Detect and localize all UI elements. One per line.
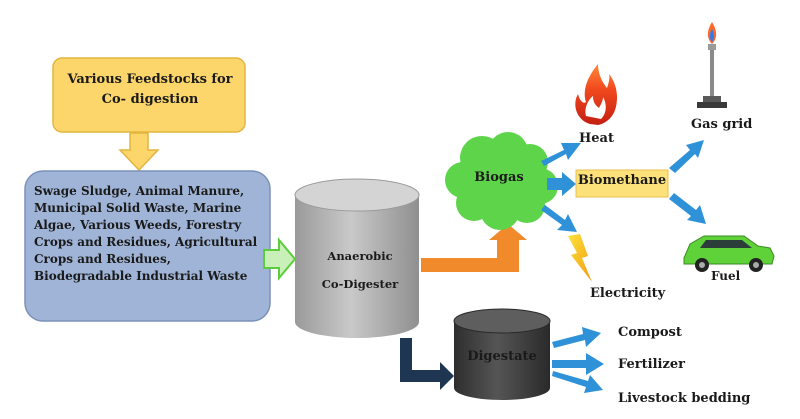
electricity-label: Electricity <box>590 286 666 301</box>
lightning-icon <box>568 234 592 282</box>
fertilizer-label: Fertilizer <box>618 357 685 372</box>
gas-grid-label: Gas grid <box>691 117 753 132</box>
feedstock-title: Various Feedstocks for Co- digestion <box>67 72 233 107</box>
biogas-cloud-icon <box>445 132 558 230</box>
biogas-label: Biogas <box>474 170 524 185</box>
feedstock-list-box <box>24 170 271 322</box>
flame-icon <box>575 64 617 125</box>
livestock-bedding-label: Livestock bedding <box>618 391 751 406</box>
electricity-arrow-icon <box>541 205 577 232</box>
livestock-arrow-icon <box>552 371 603 393</box>
car-icon <box>683 235 775 272</box>
digester-cylinder-icon <box>294 178 420 338</box>
digestate-label: Digestate <box>467 349 537 364</box>
biomethane-arrow-icon <box>547 172 576 196</box>
feedstock-title-box <box>52 57 246 133</box>
compost-label: Compost <box>618 325 682 340</box>
heat-arrow-icon <box>541 143 581 166</box>
down-arrow-icon <box>118 132 160 172</box>
biomethane-label: Biomethane <box>577 173 667 188</box>
biogas-output-arrows <box>541 143 581 232</box>
gas-grid-arrow-icon <box>669 140 704 173</box>
heat-label: Heat <box>579 131 614 146</box>
digester-label-line2: Co-Digester <box>321 277 399 291</box>
fuel-label: Fuel <box>711 269 741 283</box>
fertilizer-arrow-icon <box>552 353 604 375</box>
biomethane-output-arrows <box>669 140 706 224</box>
fuel-arrow-icon <box>669 193 706 224</box>
digestate-cylinder-icon <box>453 308 551 400</box>
gas-burner-icon <box>697 22 727 108</box>
digester-label-line1: Anaerobic <box>327 249 393 263</box>
input-arrow-icon <box>263 237 297 281</box>
biogas-arrow-icon <box>421 224 527 272</box>
feedstock-list: Swage Sludge, Animal Manure, Municipal S… <box>34 184 258 283</box>
digestate-output-arrows <box>552 327 604 393</box>
biomethane-box <box>575 169 669 198</box>
compost-arrow-icon <box>552 327 601 348</box>
digestate-arrow-icon <box>400 338 454 390</box>
